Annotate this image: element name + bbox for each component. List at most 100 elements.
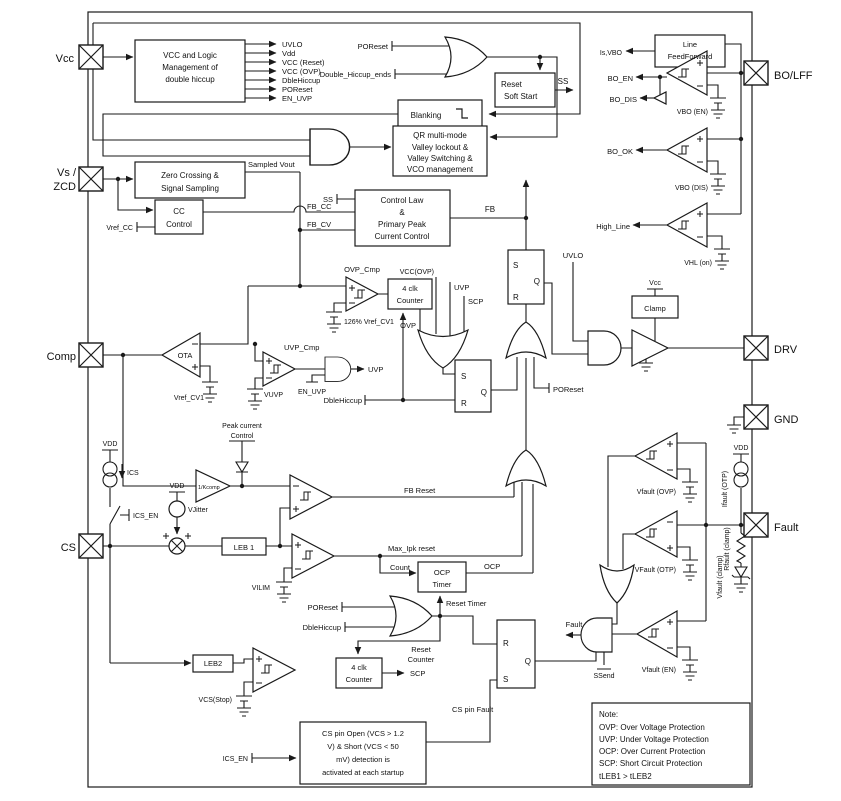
signal-label: FB bbox=[485, 205, 495, 214]
pin-label-comp: Comp bbox=[47, 351, 76, 363]
signal-label: UVP_Cmp bbox=[284, 343, 319, 352]
signal-label: EN_UVP bbox=[282, 94, 312, 103]
block-text: QR multi-mode bbox=[413, 131, 467, 140]
signal-label: Reset bbox=[411, 645, 432, 654]
latch-r: R bbox=[503, 639, 509, 648]
wire-blanking-in bbox=[93, 22, 581, 118]
signal-label: UVLO bbox=[563, 251, 584, 260]
block-text: Valley lockout & bbox=[412, 143, 469, 152]
signal-label: OCP bbox=[484, 562, 500, 571]
signal-label: VDD bbox=[170, 483, 185, 490]
signal-label: VDD bbox=[734, 445, 749, 452]
and-gate-uvp bbox=[324, 356, 352, 382]
vs-zcd-pin bbox=[78, 166, 104, 192]
signal-label: Is,VBO bbox=[600, 50, 623, 57]
cs-stop-comparator bbox=[252, 647, 297, 693]
fb-reset-comparator bbox=[289, 474, 334, 520]
signal-label: DbleHiccup bbox=[282, 76, 320, 85]
signal-label: Counter bbox=[408, 655, 435, 664]
wires-comp-ota bbox=[103, 354, 325, 389]
block-text: VCO management bbox=[407, 165, 474, 174]
note-box bbox=[591, 702, 751, 786]
block-text: 4 clk bbox=[402, 284, 418, 293]
signal-label: Vdd bbox=[282, 49, 295, 58]
signal-label: Control bbox=[231, 433, 254, 440]
signal-label: Reset Timer bbox=[446, 599, 487, 608]
cs-open-detect-block bbox=[299, 721, 427, 785]
gain-buffer bbox=[195, 469, 232, 503]
block-text: Counter bbox=[346, 675, 373, 684]
signal-label: SSend bbox=[593, 673, 614, 680]
junction-dots bbox=[107, 54, 744, 619]
gnd-pin bbox=[743, 404, 769, 430]
ocp-timer-block bbox=[417, 561, 467, 593]
leb2-block bbox=[192, 654, 234, 673]
signal-label: DbleHiccup bbox=[324, 396, 362, 405]
signal-label: Double_Hiccup_ends bbox=[320, 70, 392, 79]
note-text: OVP: Over Voltage Protection bbox=[599, 723, 705, 732]
zero-crossing-block bbox=[134, 161, 246, 199]
block-text: Valley Switching & bbox=[407, 154, 473, 163]
signal-label: CS pin Fault bbox=[452, 705, 494, 714]
latch1-sr bbox=[454, 359, 492, 413]
pin-label-fault: Fault bbox=[774, 522, 798, 534]
counter1-block bbox=[387, 278, 433, 310]
signal-label: 1/Kcomp bbox=[198, 485, 220, 491]
wire-qr-right-in bbox=[489, 56, 558, 141]
signal-label: Rfault (clamp) bbox=[724, 527, 731, 571]
and-gate-driver bbox=[587, 330, 622, 366]
block-text: Current Control bbox=[375, 232, 430, 241]
note-text: UVP: Under Voltage Protection bbox=[599, 735, 709, 744]
signal-label: Peak current bbox=[222, 423, 262, 430]
signal-label: Vref_CV1 bbox=[174, 395, 204, 402]
signal-label: VBO (DIS) bbox=[675, 185, 708, 192]
qr-multimode-block bbox=[392, 125, 488, 177]
block-text: Counter bbox=[397, 296, 424, 305]
block-text: Timer bbox=[433, 580, 452, 589]
signal-label: POReset bbox=[282, 85, 313, 94]
block-text: CC bbox=[173, 207, 185, 216]
fault-pin bbox=[743, 512, 769, 538]
block-text: activated at each startup bbox=[322, 768, 404, 777]
and-gate-qr bbox=[309, 128, 351, 166]
fault-ovp-comparator bbox=[633, 431, 678, 481]
drv-pin bbox=[743, 335, 769, 361]
signal-label: High_Line bbox=[596, 222, 630, 231]
block-text: Primary Peak bbox=[378, 220, 427, 229]
signal-label: VCC(OVP) bbox=[400, 269, 434, 276]
bo-dis-inverter bbox=[652, 91, 667, 105]
note-text: SCP: Short Circuit Protection bbox=[599, 759, 702, 768]
fault-otp-comparator bbox=[633, 509, 678, 559]
driver-buffer bbox=[631, 329, 670, 367]
pin-label-zcd: ZCD bbox=[53, 181, 76, 193]
wires-fault bbox=[607, 416, 749, 660]
signal-label: Count bbox=[390, 563, 411, 572]
signal-label: Vcc bbox=[649, 280, 661, 287]
bo-en-comparator bbox=[665, 49, 708, 97]
signal-label: OVP_Cmp bbox=[344, 265, 380, 274]
wires-cs-frontend bbox=[102, 355, 533, 582]
vcc-management-block bbox=[134, 39, 246, 103]
latch-q: Q bbox=[534, 277, 540, 286]
block-text: FeedForward bbox=[668, 52, 713, 61]
leb1-block bbox=[221, 537, 267, 556]
block-text: VCC and Logic bbox=[163, 51, 217, 60]
signal-label: ICS_EN bbox=[223, 756, 248, 763]
clamp-block bbox=[631, 295, 679, 319]
signal-label: VDD bbox=[103, 441, 118, 448]
signal-label: UVLO bbox=[282, 40, 303, 49]
wire-cc-in bbox=[117, 179, 154, 214]
signal-label: VCC (OVP) bbox=[282, 67, 321, 76]
signal-label: FB_CV bbox=[307, 220, 331, 229]
signal-label: UVP bbox=[454, 283, 469, 292]
signal-label: Vfault (OVP) bbox=[637, 489, 676, 496]
block-text: Zero Crossing & bbox=[161, 171, 219, 180]
signal-label: VJitter bbox=[188, 507, 209, 514]
block-text: mV) detection is bbox=[336, 755, 390, 764]
signal-label: POReset bbox=[308, 603, 339, 612]
block-text: 4 clk bbox=[351, 663, 367, 672]
summing-node bbox=[162, 532, 192, 555]
signal-label: BO_OK bbox=[607, 147, 633, 156]
cc-control-block bbox=[154, 199, 204, 235]
